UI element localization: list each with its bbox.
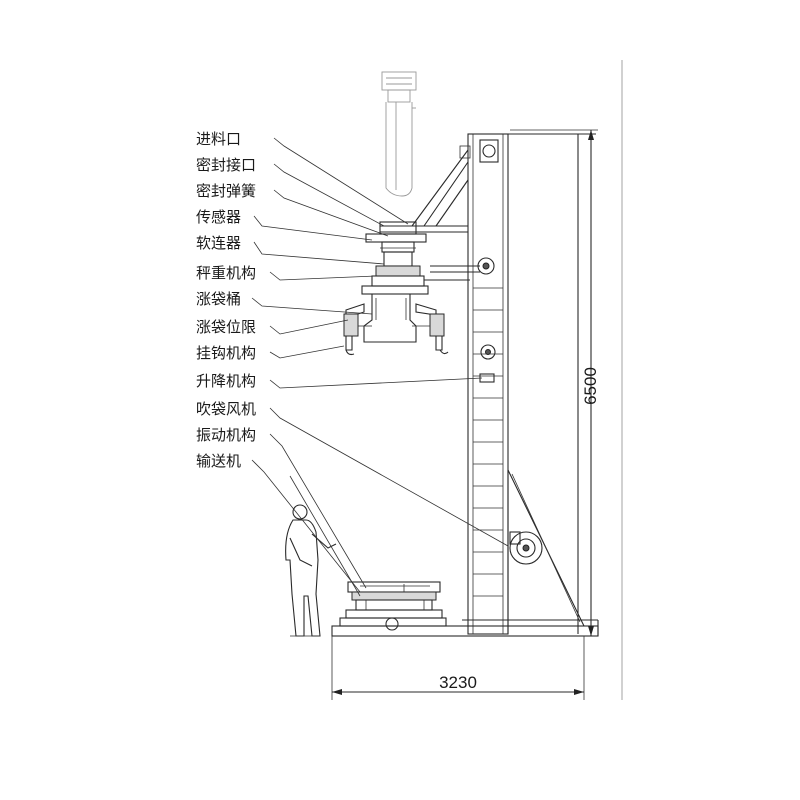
- leader-lines: [251, 137, 509, 597]
- label-sensor: 传感器: [196, 208, 241, 226]
- jib-arm: [380, 149, 469, 233]
- label-bag-limit: 涨袋位限: [196, 318, 256, 336]
- width-dimension-text: 3230: [439, 673, 477, 692]
- rear-support: [507, 469, 585, 634]
- label-weighing-mechanism: 秤重机构: [196, 264, 256, 282]
- label-lifting-mechanism: 升降机构: [196, 372, 256, 390]
- base-plate: [331, 619, 599, 637]
- mast-column: [459, 133, 596, 635]
- label-hook-mechanism: 挂钩机构: [196, 344, 256, 362]
- label-bag-expansion-barrel: 涨袋桶: [196, 290, 241, 308]
- ladder: [473, 287, 503, 597]
- label-soft-connector: 软连器: [196, 234, 241, 252]
- conveyor-unit: [339, 581, 447, 631]
- label-conveyor: 输送机: [196, 452, 241, 470]
- height-dimension-text: 6500: [581, 367, 600, 405]
- height-dimension: 6500: [510, 129, 600, 636]
- label-seal-spring: 密封弹簧: [196, 182, 256, 200]
- label-feed-inlet: 进料口: [196, 130, 241, 148]
- width-dimension: 3230: [331, 636, 585, 700]
- label-bag-blower: 吹袋风机: [196, 400, 256, 418]
- bag-blower-unit: [509, 531, 543, 565]
- hook-arms: [343, 303, 449, 356]
- filling-head: [361, 221, 495, 343]
- label-seal-interface: 密封接口: [196, 156, 256, 174]
- callout-labels: 进料口 密封接口 密封弹簧 传感器 软连器 秤重机构 涨袋桶 涨袋位限 挂钩机构…: [196, 130, 256, 470]
- feed-pipe: [381, 71, 417, 197]
- lifting-wheel: [479, 344, 496, 383]
- label-vibration-mechanism: 振动机构: [196, 426, 256, 444]
